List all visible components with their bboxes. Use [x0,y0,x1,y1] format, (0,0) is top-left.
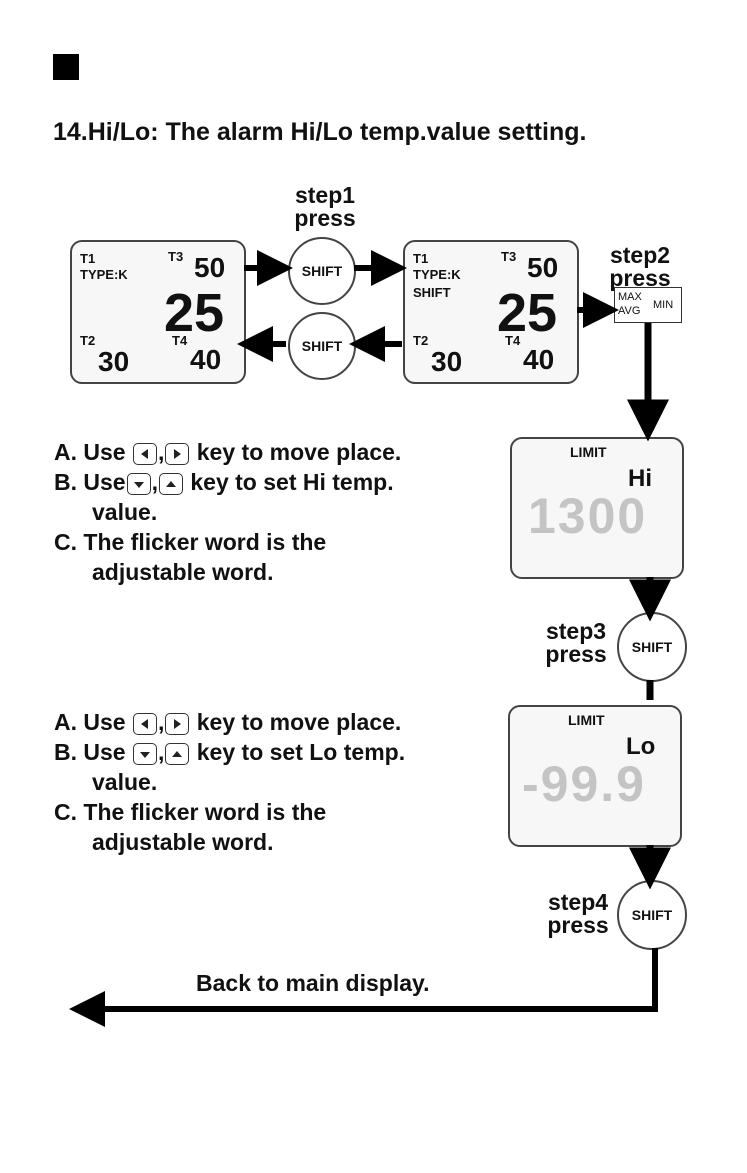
up-arrow-key-icon [158,472,183,495]
left-arrow-key-icon [132,442,157,465]
down-arrow-key-icon [132,742,157,765]
hi-instructions: A. Use , key to move place. B. Use, key … [54,439,402,585]
shift-button-step3[interactable]: SHIFT [617,612,687,682]
left-arrow-key-icon [132,712,157,735]
step2-label: step2 press [609,242,671,291]
lo-instruction-a: A. Use , key to move place. [54,709,402,735]
back-to-main-label: Back to main display. [196,970,430,996]
right-arrow-key-icon [165,442,190,465]
shift-display: T1 TYPE:K SHIFT T3 50 25 T2 30 T4 40 [403,240,579,384]
shift-button-step4[interactable]: SHIFT [617,880,687,950]
lo-instructions: A. Use , key to move place. B. Use , key… [54,709,406,855]
main-display: T1 TYPE:K T3 50 25 T2 30 T4 40 [70,240,246,384]
up-arrow-key-icon [165,742,190,765]
step1-label: step1 press [294,182,356,231]
down-arrow-key-icon [126,472,151,495]
shift-button-back[interactable]: SHIFT [288,312,356,380]
lo-instruction-b: B. Use , key to set Lo temp. [54,739,406,765]
arrow-back-to-main [69,948,658,1027]
section-marker [53,54,79,80]
lo-limit-display: LIMIT Lo -99.9 [508,705,682,847]
hi-instruction-b: B. Use, key to set Hi temp. [54,469,394,495]
hi-instruction-a: A. Use , key to move place. [54,439,402,465]
max-avg-min-key[interactable]: MAX AVG MIN [614,287,682,323]
right-arrow-key-icon [165,712,190,735]
shift-button-forward[interactable]: SHIFT [288,237,356,305]
step4-label: step4 press [547,889,609,938]
page-title: 14.Hi/Lo: The alarm Hi/Lo temp.value set… [53,118,587,146]
step3-label: step3 press [545,618,607,667]
hi-limit-display: LIMIT Hi 1300 [510,437,684,579]
